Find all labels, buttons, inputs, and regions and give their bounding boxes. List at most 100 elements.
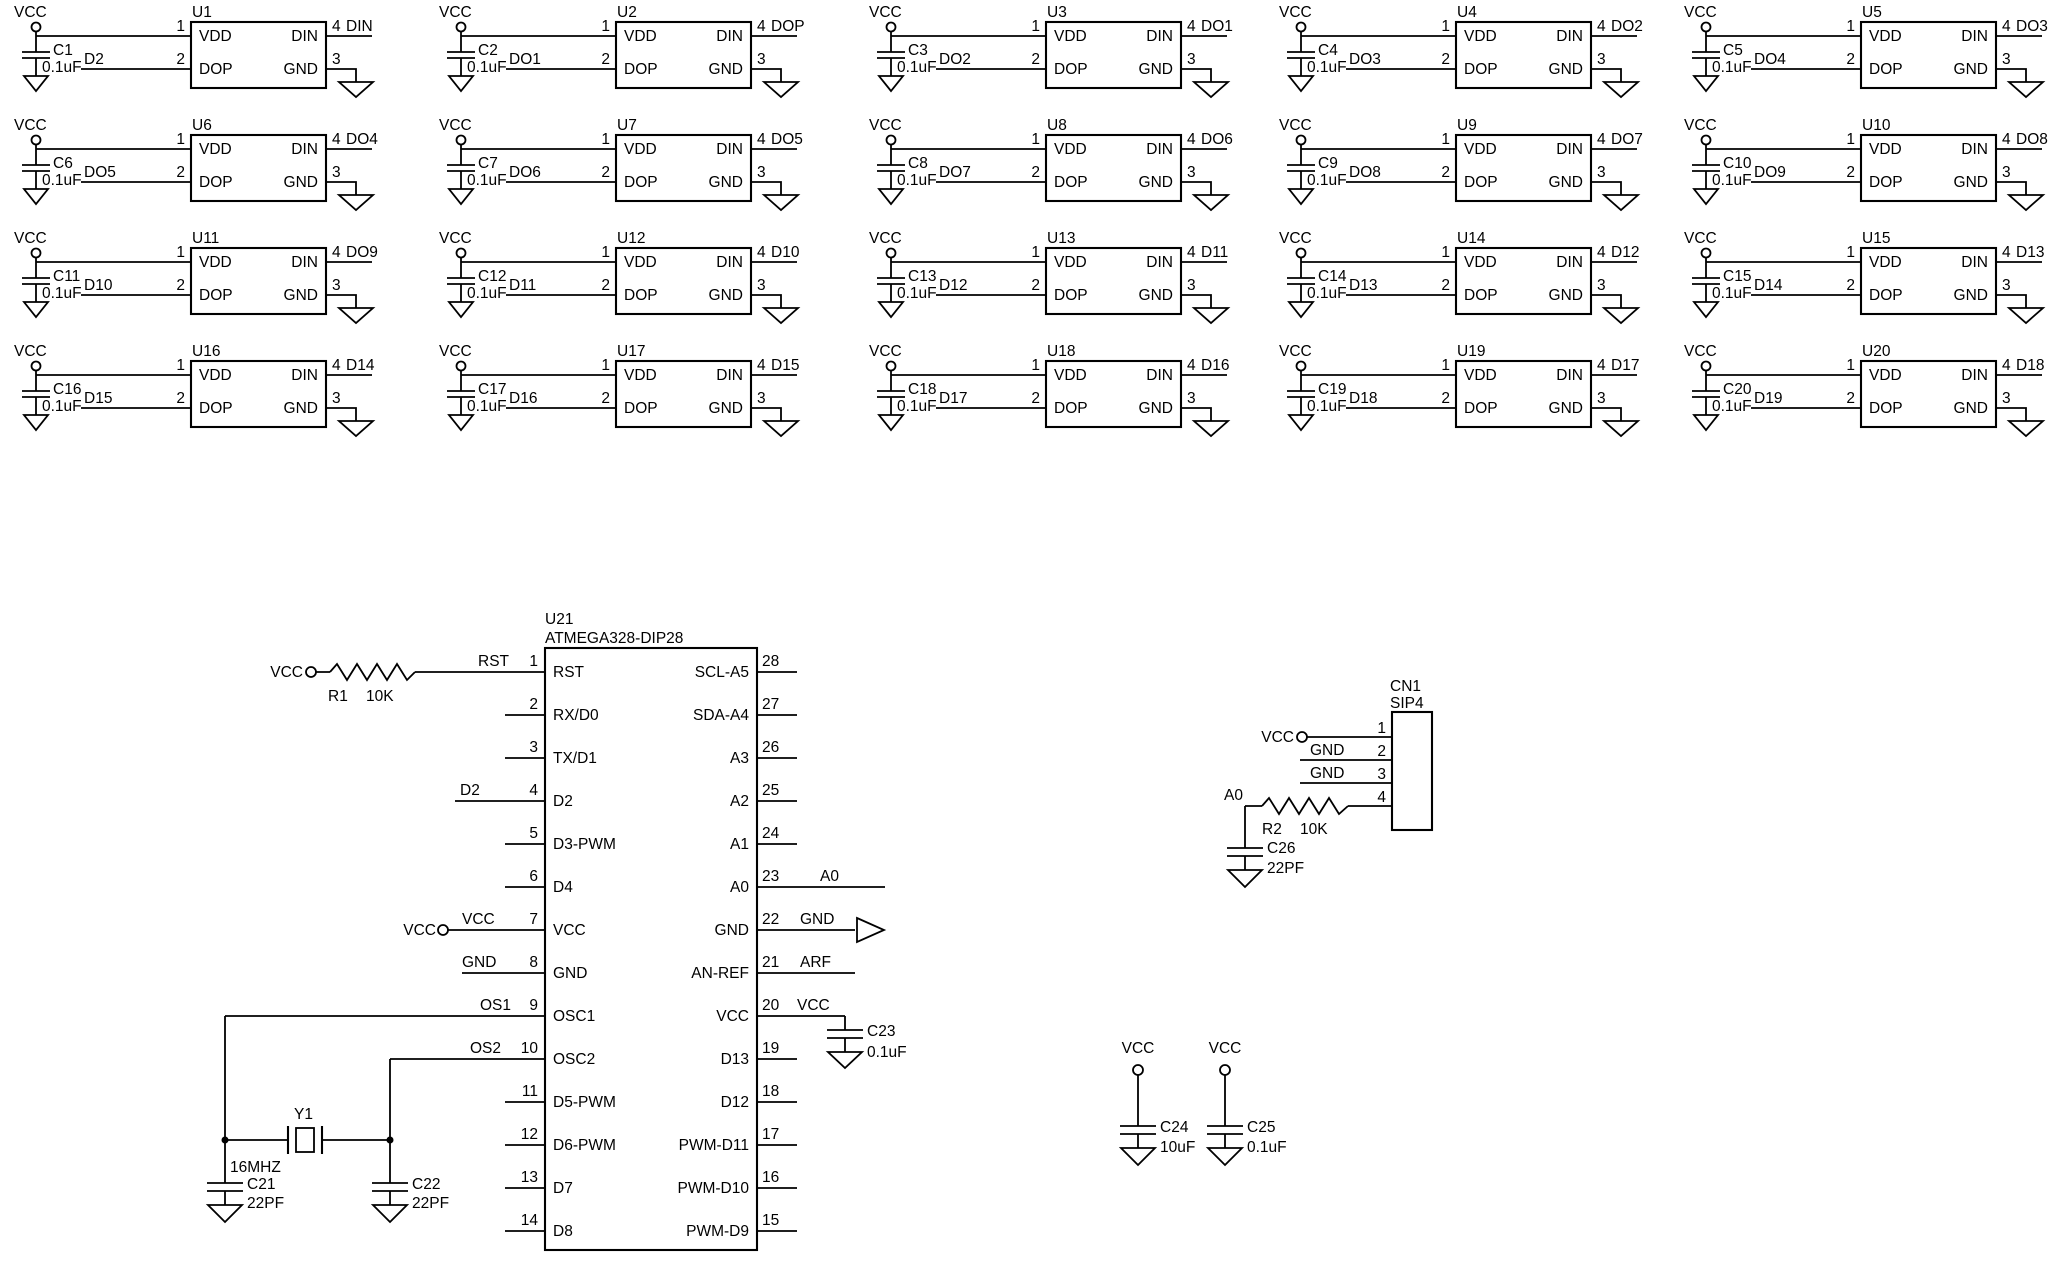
- ic-body: [1859, 246, 1998, 316]
- capacitor-icon: [1207, 1125, 1243, 1135]
- c23-value-label: 0.1uF: [867, 1044, 907, 1061]
- vcc-label: VCC: [14, 4, 47, 21]
- input-net-label: D2: [84, 51, 104, 68]
- output-net-label: D10: [771, 244, 800, 261]
- capacitor-icon: [1692, 164, 1720, 172]
- ic-body: [1859, 133, 1998, 203]
- pin3-number: 3: [332, 277, 341, 294]
- c25-value-label: 0.1uF: [1247, 1139, 1287, 1156]
- pin-name: SDA-A4: [693, 707, 749, 724]
- pin-number: 3: [529, 739, 538, 756]
- y1-value-label: 16MHZ: [230, 1159, 281, 1176]
- ground-icon: [1601, 81, 1641, 99]
- ic-body: [614, 359, 753, 429]
- net-label: RST: [478, 653, 510, 670]
- ground-icon: [1205, 1147, 1245, 1167]
- cap-value-label: 0.1uF: [897, 59, 937, 76]
- pin3-number: 3: [2002, 277, 2011, 294]
- pin2-number: 2: [1441, 51, 1450, 68]
- capacitor-icon: [877, 51, 905, 59]
- input-net-label: D11: [509, 277, 536, 294]
- pin2-number: 2: [1031, 51, 1040, 68]
- c26-value-label: 22PF: [1267, 860, 1304, 877]
- c22-ref-label: C22: [412, 1176, 440, 1193]
- cap-ref-label: C6: [53, 155, 73, 172]
- pin3-number: 3: [757, 51, 766, 68]
- ground-icon: [877, 414, 905, 432]
- pin-name: PWM-D9: [686, 1223, 749, 1240]
- input-net-label: DO9: [1754, 164, 1786, 181]
- vcc-terminal-icon: [885, 134, 897, 146]
- vcc-label: VCC: [869, 4, 902, 21]
- capacitor-icon: [447, 277, 475, 285]
- ground-icon: [1225, 869, 1265, 889]
- pin3-number: 3: [2002, 51, 2011, 68]
- ground-icon: [877, 188, 905, 206]
- vcc-terminal-icon: [30, 360, 42, 372]
- wires: [1705, 371, 2042, 421]
- pin-name-gnd: GND: [709, 287, 743, 304]
- pin-name-dop: DOP: [624, 174, 658, 191]
- pin4-number: 4: [2002, 357, 2011, 374]
- cn1-wires: [1244, 736, 1392, 870]
- pin-name-gnd: GND: [1954, 287, 1988, 304]
- capacitor-icon: [1120, 1125, 1156, 1135]
- output-net-label: D11: [1201, 244, 1228, 261]
- pin2-number: 2: [176, 51, 185, 68]
- wires: [1300, 371, 1637, 421]
- pin-name-din: DIN: [1556, 28, 1583, 45]
- pin2-number: 2: [176, 277, 185, 294]
- output-net-label: DO5: [771, 131, 803, 148]
- pin-name-vdd: VDD: [624, 28, 657, 45]
- pin-name-dop: DOP: [1054, 61, 1088, 78]
- pin-name: D5-PWM: [553, 1094, 616, 1111]
- pin1-number: 1: [1846, 357, 1855, 374]
- input-net-label: DO8: [1349, 164, 1381, 181]
- pin-name-dop: DOP: [624, 400, 658, 417]
- ic-body: [614, 133, 753, 203]
- pin4-number: 4: [757, 131, 766, 148]
- net-label: VCC: [797, 997, 830, 1014]
- cap-ref-label: C8: [908, 155, 928, 172]
- pin-name: OSC2: [553, 1051, 595, 1068]
- driver-cell-u10: VCC U10 C10 0.1uF DO9 DO8 1 2 4 3 VDD DI…: [1684, 117, 2048, 212]
- pin2-number: 2: [1031, 277, 1040, 294]
- pin-name-din: DIN: [291, 254, 318, 271]
- pin-name-vdd: VDD: [624, 141, 657, 158]
- pin2-number: 2: [176, 164, 185, 181]
- vcc-label: VCC: [439, 343, 472, 360]
- pin-name-vdd: VDD: [1054, 367, 1087, 384]
- pin1-number: 1: [601, 357, 610, 374]
- vcc-label: VCC: [1684, 117, 1717, 134]
- cap-value-label: 0.1uF: [1712, 172, 1752, 189]
- ground-icon: [370, 1204, 410, 1224]
- driver-cell-u16: VCC U16 C16 0.1uF D15 D14 1 2 4 3 VDD DI…: [14, 343, 376, 438]
- wires: [890, 371, 1227, 421]
- pin1-number: 1: [1441, 18, 1450, 35]
- ic-body: [1454, 359, 1593, 429]
- pin-number: 3: [1377, 766, 1386, 783]
- refdes-label: U20: [1862, 343, 1891, 360]
- pin1-number: 1: [1846, 18, 1855, 35]
- pin-name-dop: DOP: [1054, 174, 1088, 191]
- r1-ref-label: R1: [328, 688, 348, 705]
- vcc-label: VCC: [1261, 729, 1294, 746]
- pwr-wires: [1137, 1075, 1226, 1148]
- ic-body: [1454, 246, 1593, 316]
- refdes-label: U3: [1047, 4, 1067, 21]
- pin-name-din: DIN: [291, 367, 318, 384]
- pin-number: 23: [762, 868, 779, 885]
- output-net-label: D18: [2016, 357, 2044, 374]
- c24-value-label: 10uF: [1160, 1139, 1195, 1156]
- pin-name-vdd: VDD: [1054, 141, 1087, 158]
- pin2-number: 2: [176, 390, 185, 407]
- cap-ref-label: C7: [478, 155, 498, 172]
- vcc-label: VCC: [270, 664, 303, 681]
- pin-name-din: DIN: [716, 367, 743, 384]
- input-net-label: D18: [1349, 390, 1377, 407]
- pin3-number: 3: [757, 164, 766, 181]
- capacitor-icon: [22, 277, 50, 285]
- driver-cell-grid: VCC U1 C1 0.1uF D2 DIN 1 2 4 3 VDD DIN D…: [14, 4, 2048, 438]
- pin-name: VCC: [716, 1008, 749, 1025]
- pin-name-gnd: GND: [1139, 400, 1173, 417]
